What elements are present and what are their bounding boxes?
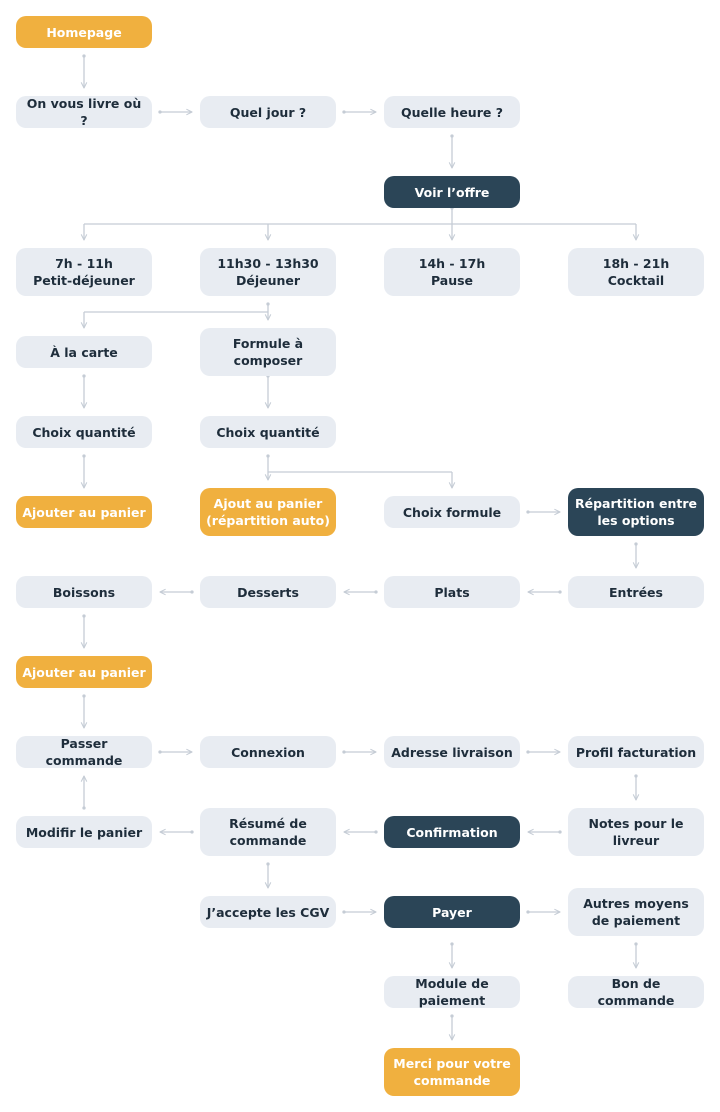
node-quel-jour: Quel jour ? — [200, 96, 336, 128]
node-adresse-livraison: Adresse livraison — [384, 736, 520, 768]
node-ajouter-panier-formule: Ajouter au panier — [16, 656, 152, 688]
node-passer-commande: Passer commande — [16, 736, 152, 768]
node-notes-livreur: Notes pour le livreur — [568, 808, 704, 856]
node-payer: Payer — [384, 896, 520, 928]
node-ajout-panier-auto: Ajout au panier (répartition auto) — [200, 488, 336, 536]
node-accepte-cgv: J’accepte les CGV — [200, 896, 336, 928]
node-ajouter-panier-carte: Ajouter au panier — [16, 496, 152, 528]
node-desserts: Desserts — [200, 576, 336, 608]
node-plats: Plats — [384, 576, 520, 608]
node-merci: Merci pour votre commande — [384, 1048, 520, 1096]
node-dejeuner: 11h30 - 13h30 Déjeuner — [200, 248, 336, 296]
node-entrees: Entrées — [568, 576, 704, 608]
node-pause: 14h - 17h Pause — [384, 248, 520, 296]
node-modifier-panier: Modifir le panier — [16, 816, 152, 848]
node-autres-moyens: Autres moyens de paiement — [568, 888, 704, 936]
node-bon-commande: Bon de commande — [568, 976, 704, 1008]
node-choix-quantite-formule: Choix quantité — [200, 416, 336, 448]
node-quelle-heure: Quelle heure ? — [384, 96, 520, 128]
node-petit-dejeuner: 7h - 11h Petit-déjeuner — [16, 248, 152, 296]
node-connexion: Connexion — [200, 736, 336, 768]
node-repartition: Répartition entre les options — [568, 488, 704, 536]
node-a-la-carte: À la carte — [16, 336, 152, 368]
node-cocktail: 18h - 21h Cocktail — [568, 248, 704, 296]
node-livre-ou: On vous livre où ? — [16, 96, 152, 128]
node-choix-quantite-carte: Choix quantité — [16, 416, 152, 448]
node-formule-composer: Formule à composer — [200, 328, 336, 376]
node-choix-formule: Choix formule — [384, 496, 520, 528]
node-profil-facturation: Profil facturation — [568, 736, 704, 768]
node-confirmation: Confirmation — [384, 816, 520, 848]
node-resume-commande: Résumé de commande — [200, 808, 336, 856]
node-module-paiement: Module de paiement — [384, 976, 520, 1008]
node-homepage: Homepage — [16, 16, 152, 48]
node-boissons: Boissons — [16, 576, 152, 608]
node-voir-offre: Voir l’offre — [384, 176, 520, 208]
